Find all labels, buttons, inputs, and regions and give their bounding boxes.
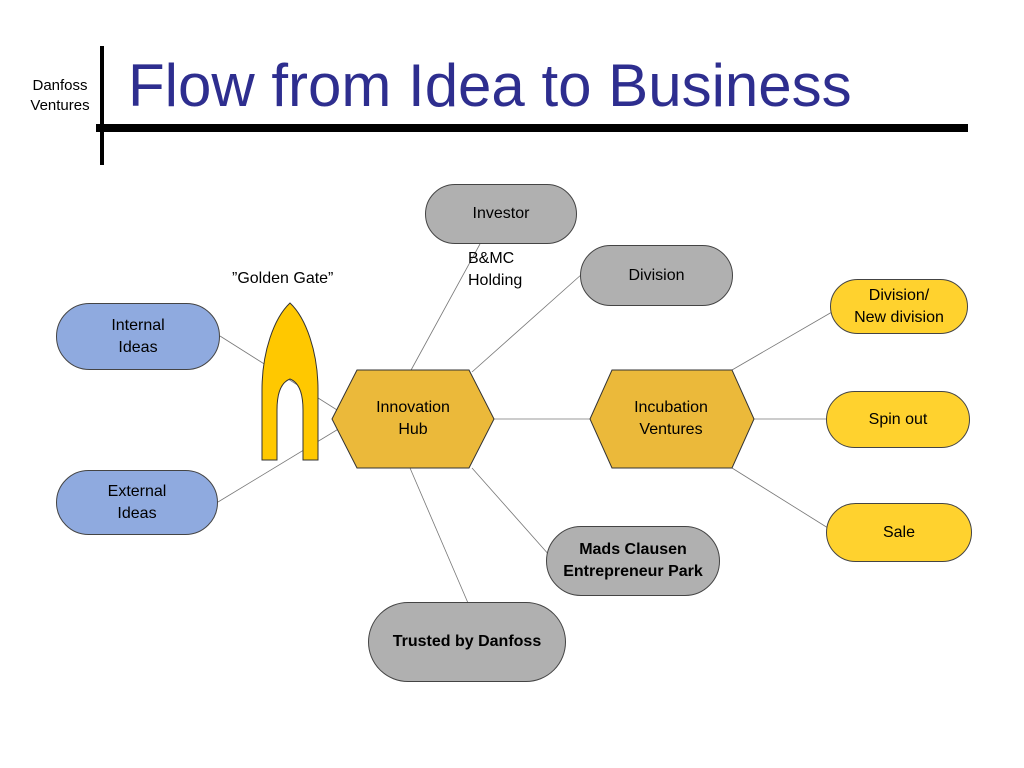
innovation-hub-label: Innovation Hub	[340, 370, 486, 468]
org-label-line1: Danfoss	[32, 77, 88, 94]
org-label: Danfoss Ventures	[20, 76, 100, 116]
mads-clausen-node: Mads Clausen Entrepreneur Park	[546, 526, 720, 596]
incubation-ventures-hexagon	[589, 369, 755, 469]
innovation-hub-line1: Innovation	[376, 399, 450, 416]
innovation-hub-line2: Hub	[398, 421, 428, 438]
division-new-division-node: Division/ New division	[830, 279, 968, 334]
connector-lines	[217, 243, 833, 604]
division-new-line1: Division/	[868, 286, 930, 304]
external-ideas-line2: Ideas	[117, 504, 157, 522]
investor-node: Investor	[425, 184, 577, 244]
connector-hub-trusted	[409, 467, 469, 604]
trusted-by-danfoss-node: Trusted by Danfoss	[368, 602, 566, 682]
sale-label: Sale	[882, 523, 916, 541]
bmc-holding-line2: Holding	[468, 272, 523, 289]
connector-hub-mads	[471, 467, 551, 557]
investor-label: Investor	[472, 205, 530, 222]
division-label: Division	[628, 266, 685, 284]
sale-node: Sale	[826, 503, 972, 562]
golden-gate-label: ”Golden Gate”	[232, 270, 334, 287]
mads-clausen-line2: Entrepreneur Park	[563, 563, 703, 580]
incubation-ventures-line1: Incubation	[634, 399, 708, 416]
division-new-line2: New division	[854, 308, 944, 326]
connector-hub-investor	[409, 243, 481, 373]
connector-incubation-sale	[731, 467, 829, 529]
spin-out-node: Spin out	[826, 391, 970, 448]
connector-incubation-division-new	[731, 311, 833, 371]
internal-ideas-line1: Internal	[111, 316, 165, 334]
external-ideas-line1: External	[107, 482, 167, 500]
page-title: Flow from Idea to Business	[128, 52, 852, 119]
bmc-holding-line1: B&MC	[468, 250, 515, 267]
connector-hub-division	[471, 273, 583, 373]
connector-external-hub	[217, 424, 346, 503]
internal-ideas-line2: Ideas	[118, 338, 158, 356]
bmc-holding-label: B&MC Holding	[468, 248, 522, 292]
internal-ideas-node: Internal Ideas	[56, 303, 220, 370]
spin-out-label: Spin out	[868, 410, 928, 428]
mads-clausen-line1: Mads Clausen	[579, 541, 687, 558]
trusted-label: Trusted by Danfoss	[392, 633, 542, 650]
incubation-ventures-line2: Ventures	[639, 421, 703, 438]
org-label-line2: Ventures	[30, 97, 90, 114]
vertical-rule	[100, 46, 104, 165]
horizontal-rule	[96, 124, 968, 132]
incubation-ventures-label: Incubation Ventures	[598, 370, 744, 468]
division-node: Division	[580, 245, 733, 306]
golden-gate-arch	[261, 302, 319, 461]
innovation-hub-hexagon	[331, 369, 495, 469]
external-ideas-node: External Ideas	[56, 470, 218, 535]
